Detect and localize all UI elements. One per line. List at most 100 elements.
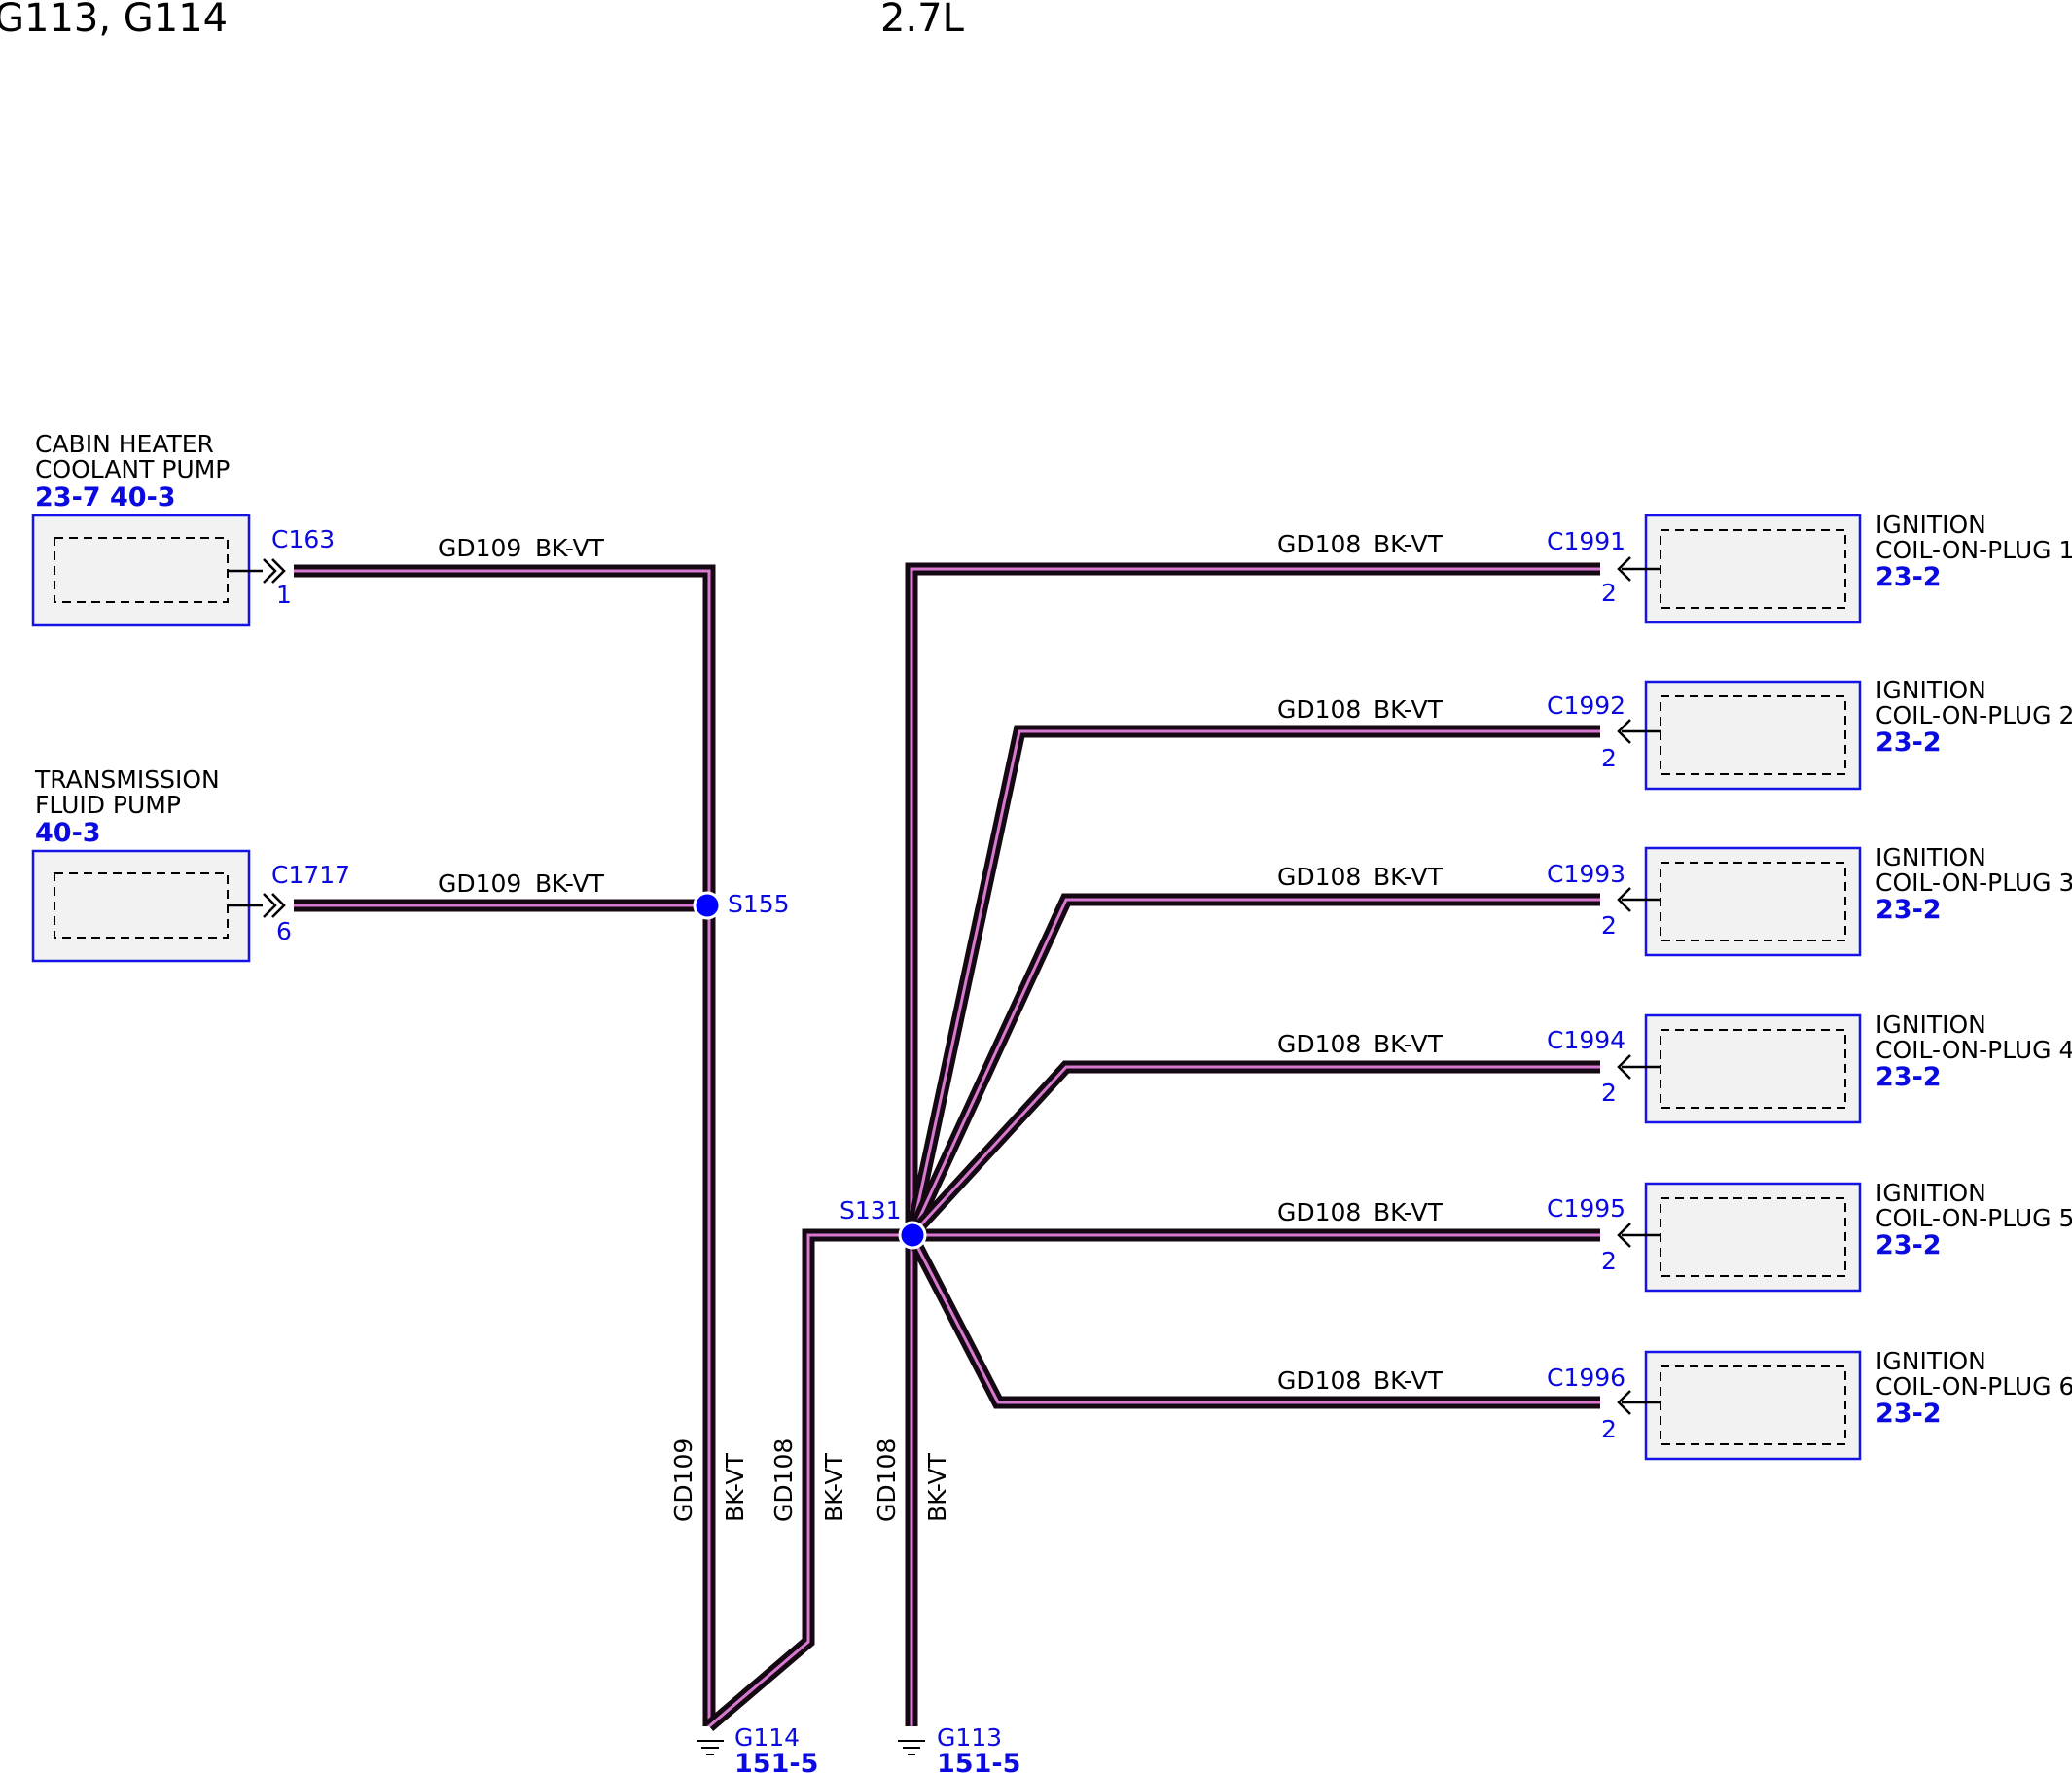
splice-s155: S155 xyxy=(693,890,790,920)
component-box xyxy=(1644,1182,1862,1293)
vertical-wire-color-label: BK-VT xyxy=(820,1452,848,1522)
component-ignition-coil-3: C1993 2 GD108 BK-VT IGNITION COIL-ON-PLU… xyxy=(1277,843,2072,957)
wire-harness xyxy=(294,562,1600,1731)
page-reference-link[interactable]: 40-3 xyxy=(110,482,176,513)
splice-id: S131 xyxy=(840,1196,902,1224)
component-ignition-coil-6: C1996 2 GD108 BK-VT IGNITION COIL-ON-PLU… xyxy=(1277,1347,2072,1461)
pin-number: 2 xyxy=(1601,1079,1617,1107)
component-body-outline xyxy=(1660,1365,1846,1445)
wire-color-label: BK-VT xyxy=(1374,1030,1444,1058)
component-box xyxy=(1644,1350,1862,1461)
component-box xyxy=(1644,514,1862,624)
vertical-wire-color-label: BK-VT xyxy=(923,1452,951,1522)
wire-color-label: BK-VT xyxy=(535,534,605,562)
component-body-outline xyxy=(1660,1029,1846,1109)
female-pin-icon xyxy=(1617,719,1631,744)
connector-id: C1993 xyxy=(1547,860,1625,888)
wire-gd108-s131-to-g114 xyxy=(704,1228,914,1731)
component-name-line1: IGNITION xyxy=(1876,511,1986,539)
component-name-line1: IGNITION xyxy=(1876,1179,1986,1207)
component-name-line2: COIL-ON-PLUG 6 xyxy=(1876,1372,2072,1401)
component-name-line1: TRANSMISSION xyxy=(34,765,220,794)
female-pin-icon xyxy=(1617,1223,1631,1248)
wire-circuit-label: GD108 xyxy=(1277,1366,1361,1395)
wire-color-label: BK-VT xyxy=(1374,1366,1444,1395)
male-pin-icon xyxy=(263,893,286,918)
splice-id: S155 xyxy=(728,890,790,918)
component-name-line2: COOLANT PUMP xyxy=(35,455,230,483)
component-body-outline xyxy=(1660,862,1846,941)
vertical-wire-circuit-label: GD109 xyxy=(669,1438,697,1522)
ground-g114: G114 151-5 xyxy=(697,1723,818,1773)
component-name-line2: COIL-ON-PLUG 2 xyxy=(1876,701,2072,729)
page-reference-link[interactable]: 23-2 xyxy=(1876,1062,1942,1092)
connector-id: C163 xyxy=(271,525,335,553)
component-name-line2: FLUID PUMP xyxy=(35,791,181,819)
wire-gd108-c1992 xyxy=(905,725,1600,1237)
wire-circuit-label: GD108 xyxy=(1277,863,1361,891)
page-reference-link[interactable]: 40-3 xyxy=(35,818,101,848)
splice-s131: S131 xyxy=(840,1196,927,1250)
pin-number: 1 xyxy=(276,581,292,609)
ground-id: G114 xyxy=(734,1723,800,1752)
female-pin-icon xyxy=(1617,1390,1631,1415)
component-transmission-fluid-pump: TRANSMISSION FLUID PUMP 40-3 C1717 6 GD1… xyxy=(31,765,605,963)
connector-id: C1991 xyxy=(1547,527,1625,555)
component-name-line1: IGNITION xyxy=(1876,676,1986,704)
female-pin-icon xyxy=(1617,1054,1631,1080)
ground-g113: G113 151-5 xyxy=(898,1723,1020,1773)
ground-icon xyxy=(898,1740,925,1755)
component-ignition-coil-1: C1991 2 GD108 BK-VT IGNITION COIL-ON-PLU… xyxy=(1277,511,2072,624)
component-name-line2: COIL-ON-PLUG 4 xyxy=(1876,1036,2072,1064)
component-ignition-coil-4: C1994 2 GD108 BK-VT IGNITION COIL-ON-PLU… xyxy=(1277,1011,2072,1124)
wire-circuit-label: GD109 xyxy=(438,534,521,562)
component-name-line1: IGNITION xyxy=(1876,843,1986,871)
wire-color-label: BK-VT xyxy=(1374,1198,1444,1226)
pin-number: 2 xyxy=(1601,911,1617,940)
wire-gd108-c1993 xyxy=(906,893,1600,1238)
wire-gd108-c1991 xyxy=(905,562,1600,1235)
component-name-line1: IGNITION xyxy=(1876,1011,1986,1039)
component-box xyxy=(1644,680,1862,791)
diagram-title-engine: 2.7L xyxy=(880,0,965,41)
wire-circuit-label: GD108 xyxy=(1277,530,1361,558)
wire-color-label: BK-VT xyxy=(535,869,605,898)
component-name-line2: COIL-ON-PLUG 3 xyxy=(1876,869,2072,897)
page-reference-link[interactable]: 23-2 xyxy=(1876,1230,1942,1260)
connector-id: C1995 xyxy=(1547,1194,1625,1223)
diagram-title-grounds: G113, G114 xyxy=(0,0,228,41)
component-name-line1: IGNITION xyxy=(1876,1347,1986,1375)
wire-circuit-label: GD109 xyxy=(438,869,521,898)
page-reference-link[interactable]: 151-5 xyxy=(734,1749,818,1773)
splice-dot xyxy=(693,891,722,920)
connector-id: C1996 xyxy=(1547,1364,1625,1392)
page-reference-link[interactable]: 23-2 xyxy=(1876,727,1942,758)
component-name-line2: COIL-ON-PLUG 1 xyxy=(1876,536,2072,564)
wire-circuit-label: GD108 xyxy=(1277,695,1361,724)
ground-icon xyxy=(697,1740,724,1755)
wire-circuit-label: GD108 xyxy=(1277,1198,1361,1226)
male-pin-icon xyxy=(263,558,286,584)
wire-gd108-c1994 xyxy=(907,1060,1600,1240)
wire-color-label: BK-VT xyxy=(1374,863,1444,891)
connector-id: C1994 xyxy=(1547,1026,1625,1054)
page-reference-link[interactable]: 23-2 xyxy=(1876,895,1942,925)
page-reference-link[interactable]: 151-5 xyxy=(937,1749,1020,1773)
wire-gd108-c1996 xyxy=(906,1232,1600,1409)
vertical-wire-color-label: BK-VT xyxy=(721,1452,749,1522)
wire-circuit-label: GD108 xyxy=(1277,1030,1361,1058)
page-reference-link[interactable]: 23-7 xyxy=(35,482,101,513)
page-reference-link[interactable]: 23-2 xyxy=(1876,562,1942,592)
component-box xyxy=(31,514,251,627)
wire-color-label: BK-VT xyxy=(1374,695,1444,724)
component-box xyxy=(1644,846,1862,957)
splice-dot xyxy=(898,1221,927,1250)
component-body-outline xyxy=(1660,1197,1846,1277)
component-name-line1: CABIN HEATER xyxy=(35,430,214,458)
page-reference-link[interactable]: 23-2 xyxy=(1876,1399,1942,1429)
vertical-wire-circuit-label: GD108 xyxy=(873,1438,901,1522)
connector-id: C1717 xyxy=(271,861,350,889)
female-pin-icon xyxy=(1617,556,1631,582)
pin-number: 6 xyxy=(276,917,292,945)
